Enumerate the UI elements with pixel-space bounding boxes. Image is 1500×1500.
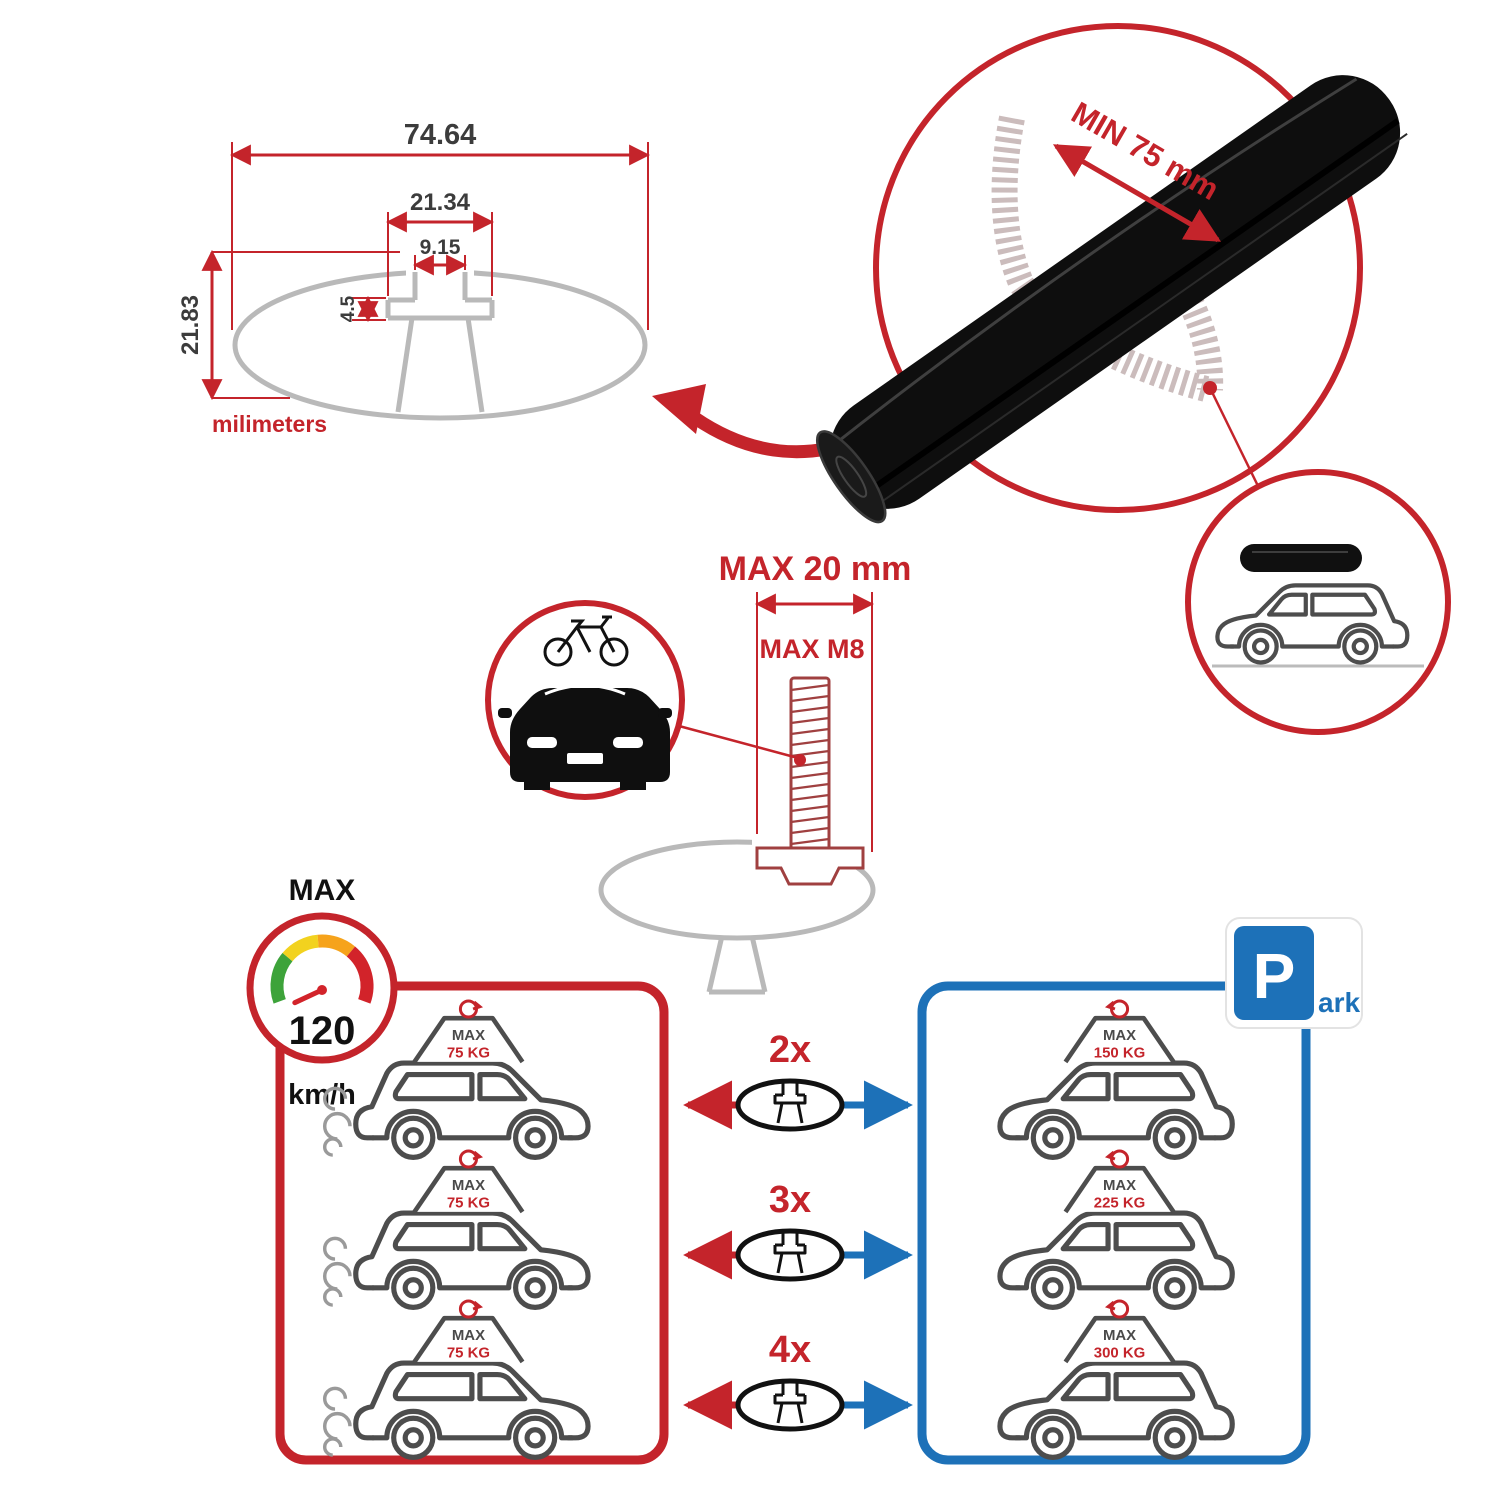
crossbar-profile-icon xyxy=(738,1081,842,1129)
cargo-max-label: MAX xyxy=(452,1327,485,1344)
dim-lip-height: 4.5 xyxy=(338,295,359,322)
cargo-weight: 75 KG xyxy=(447,1044,490,1061)
connector-line xyxy=(1210,391,1260,487)
min-span-arrow xyxy=(1052,143,1222,243)
bolt-threads xyxy=(790,683,830,846)
qty-label: 4x xyxy=(769,1329,811,1371)
cargo-weight: 225 KG xyxy=(1094,1194,1145,1211)
cargo-weight: 75 KG xyxy=(447,1194,490,1211)
qty-label: 3x xyxy=(769,1179,811,1221)
cargo-weight: 300 KG xyxy=(1094,1344,1145,1361)
dim-total-width: 74.64 xyxy=(404,119,477,151)
park-sign-letter: P xyxy=(1253,940,1296,1012)
parked-car-2: MAX 225 KG xyxy=(1000,1151,1232,1307)
cargo-max-label: MAX xyxy=(452,1027,485,1044)
parked-car-3: MAX 300 KG xyxy=(1000,1301,1232,1457)
gauge-needle xyxy=(292,987,325,1006)
crossbar-profile-icon xyxy=(738,1381,842,1429)
bolt-thread-label: MAX M8 xyxy=(759,634,864,664)
rail-point-dot xyxy=(1203,381,1217,395)
cargo-max-label: MAX xyxy=(1103,1027,1136,1044)
cargo-max-label: MAX xyxy=(452,1177,485,1194)
bolt-t-head xyxy=(755,846,865,886)
units-label: milimeters xyxy=(212,411,327,437)
crossbar-option-3x: 3x xyxy=(683,1179,913,1279)
cargo-max-label: MAX xyxy=(1103,1327,1136,1344)
dimension-lines xyxy=(201,142,651,401)
speed-value: 120 xyxy=(289,1009,356,1053)
bar-profile-outline xyxy=(232,264,648,421)
bike-icon xyxy=(543,615,629,667)
qty-label: 2x xyxy=(769,1029,811,1071)
speedometer: 120 xyxy=(246,912,398,1064)
parked-car-1: MAX 150 KG xyxy=(1000,1001,1232,1157)
bolt-dimension-lines xyxy=(754,592,875,852)
driving-car-2: MAX 75 KG xyxy=(322,1151,588,1307)
crossbar-profile-icon xyxy=(738,1231,842,1279)
bolt-max-width-label: MAX 20 mm xyxy=(719,550,912,588)
speed-max-label: MAX xyxy=(289,874,356,907)
crossbar-option-4x: 4x xyxy=(683,1329,913,1429)
roof-box xyxy=(1240,544,1362,572)
cargo-weight: 75 KG xyxy=(447,1344,490,1361)
car-front-silhouette xyxy=(498,684,672,790)
bolt-point-dot xyxy=(794,754,806,766)
pointer-line xyxy=(678,724,799,760)
crossbar-render xyxy=(816,75,1408,524)
suv-roofbox-detail xyxy=(1185,469,1451,735)
park-sign: P ark xyxy=(1225,917,1363,1029)
bolt-diagram: MAX 20 mm MAX M8 xyxy=(598,550,912,995)
speed-limit-gauge: MAX xyxy=(289,874,356,907)
dim-total-height: 21.83 xyxy=(177,295,204,355)
t-bolt xyxy=(755,676,865,886)
driving-car-3: MAX 75 KG xyxy=(322,1301,588,1457)
dim-slot-width: 9.15 xyxy=(420,236,461,259)
profile-dimension-drawing: 74.64 21.34 9.15 4.5 21.83 milimeters xyxy=(177,119,651,437)
cargo-weight: 150 KG xyxy=(1094,1044,1145,1061)
cargo-max-label: MAX xyxy=(1103,1177,1136,1194)
park-sign-suffix: ark xyxy=(1318,987,1360,1018)
driving-car-1: MAX 75 KG xyxy=(322,1001,588,1157)
park-sign-square xyxy=(1234,926,1314,1020)
crossbar-option-2x: 2x xyxy=(683,1029,913,1129)
bar-render-detail: MIN 75 mm xyxy=(816,23,1408,524)
car-front-detail xyxy=(485,600,799,800)
dim-channel-width: 21.34 xyxy=(410,189,471,216)
